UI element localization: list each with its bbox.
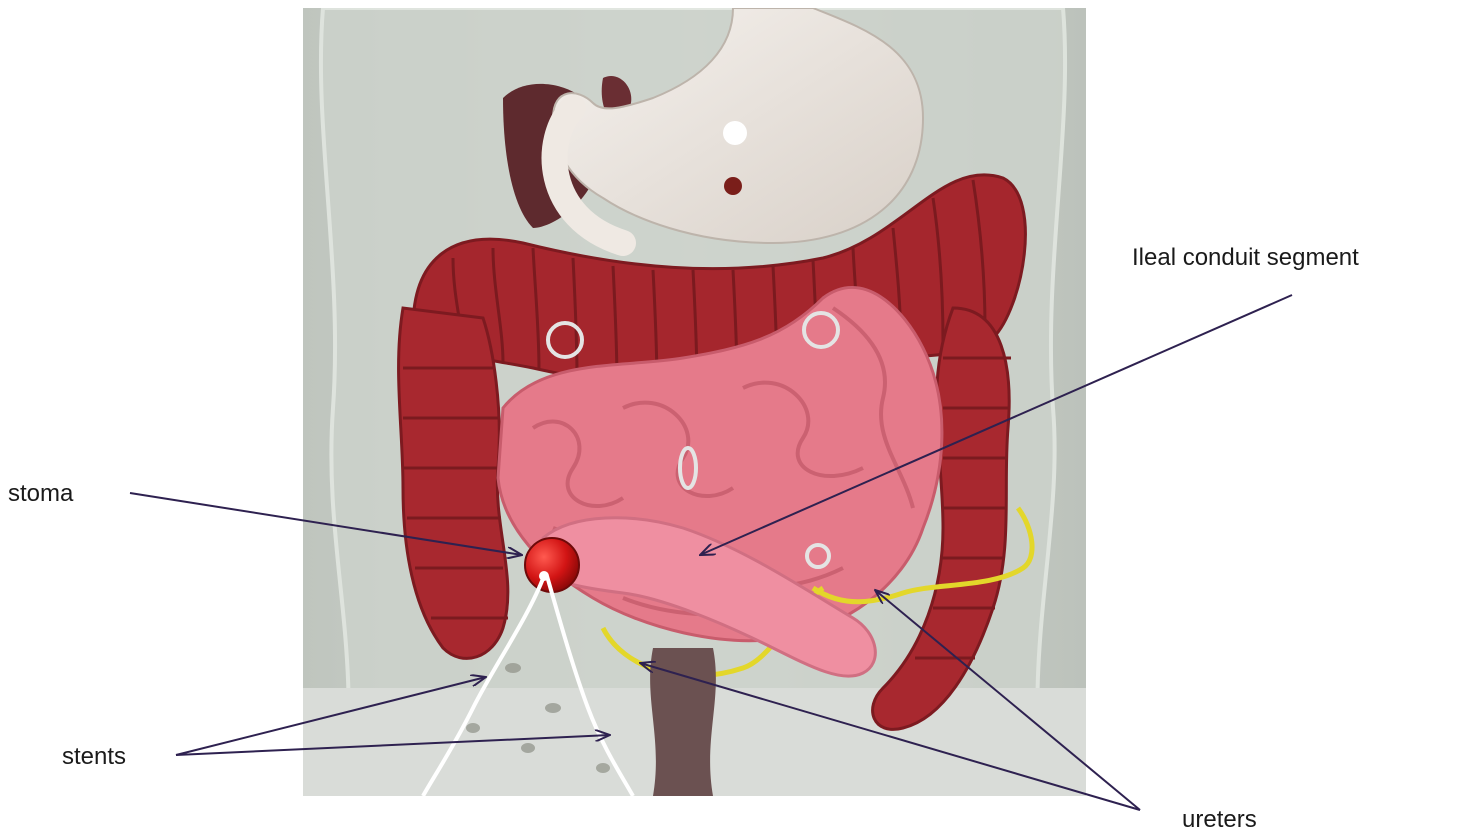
stents-label: stents <box>62 743 126 771</box>
anatomical-model-photo <box>303 8 1086 796</box>
stoma-label: stoma <box>8 480 73 508</box>
ileal-conduit-label: Ileal conduit segment <box>1132 244 1359 272</box>
ureters-label: ureters <box>1182 806 1257 834</box>
rectum <box>650 648 716 796</box>
stoma <box>525 538 579 592</box>
